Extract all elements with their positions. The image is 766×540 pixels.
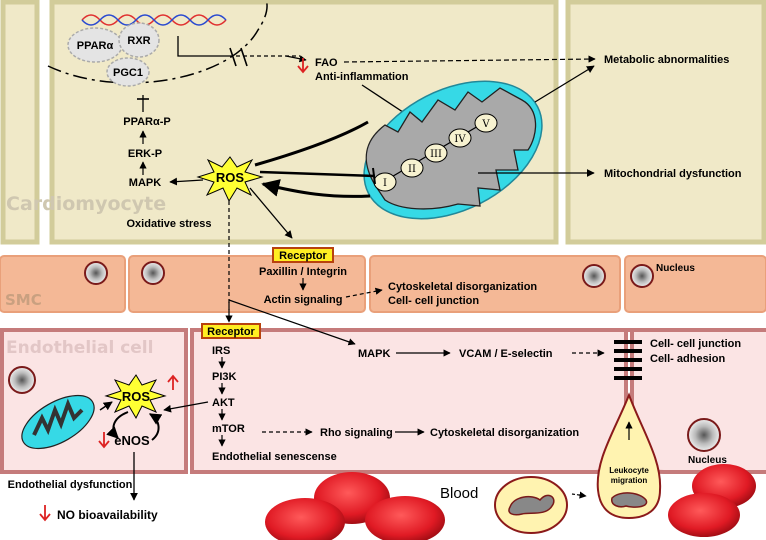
red-blood-cell [365, 496, 445, 540]
smc-nuclei [84, 261, 654, 288]
migrating-leukocyte: Leukocyte migration [596, 392, 662, 520]
endo-cyto-disorg-label: Cytoskeletal disorganization [430, 427, 579, 439]
cell-junction-icon [614, 340, 642, 380]
complex-iii: III [430, 149, 442, 160]
smc-cyto-disorg-label: Cytoskeletal disorganization [388, 281, 537, 293]
rho-signaling-label: Rho signaling [320, 427, 393, 439]
smc-receptor-label: Receptor [279, 250, 327, 262]
erk-p-label: ERK-P [128, 148, 162, 160]
smc-nucleus [630, 264, 654, 288]
smc-nucleus [582, 264, 606, 288]
down-arrow-icon [39, 505, 51, 522]
smc-cell-junction-label: Cell- cell junction [388, 295, 479, 307]
down-arrow-icon [98, 432, 110, 449]
endothelial-dysfunction-label: Endothelial dysfunction [8, 479, 133, 491]
cardiomyocyte-title: Cardiomyocyte [6, 193, 166, 215]
endo-nucleus [8, 366, 36, 394]
pgc1-label: PGC1 [113, 67, 143, 79]
smc-receptor-box [272, 247, 334, 263]
mtor-label: mTOR [212, 423, 245, 435]
migration-label: migration [611, 476, 648, 485]
down-arrow-icon [297, 58, 309, 74]
cardiomyocyte-left [0, 0, 40, 245]
anti-inflammation-label: Anti-inflammation [315, 71, 409, 83]
mitochondrion: I II III IV V [363, 80, 543, 220]
ppar-alpha-label: PPARα [77, 40, 114, 52]
endo-mapk-label: MAPK [358, 348, 390, 360]
enos-label: eNOS [114, 433, 150, 448]
leukocyte-cell [494, 476, 568, 534]
metabolic-abnormalities-label: Metabolic abnormalities [604, 54, 729, 66]
complex-i: I [383, 178, 387, 189]
endo-ros-star-icon [104, 374, 167, 420]
fao-group: FAO Anti-inflammation [177, 36, 596, 121]
fao-label: FAO [315, 57, 338, 69]
pgc1-ellipse [106, 57, 150, 87]
smc-nucleus [84, 261, 108, 285]
cardiomyocyte-right [565, 0, 766, 245]
smc-nucleus [141, 261, 165, 285]
endo-ros-label: ROS [122, 389, 151, 404]
endo-nucleus-label: Nucleus [688, 455, 727, 466]
no-bioavailability-label: NO bioavailability [57, 508, 158, 522]
vcam-label: VCAM / E-selectin [459, 348, 553, 360]
rxr-label: RXR [127, 35, 150, 47]
oxidative-stress-label: Oxidative stress [127, 218, 212, 230]
mapk-label: MAPK [129, 177, 161, 189]
red-blood-cell [265, 498, 345, 540]
complex-v: V [481, 119, 490, 130]
receptor-complex: PPARα RXR PGC1 [67, 22, 160, 87]
akt-label: AKT [212, 397, 235, 409]
cardio-ros-arrows [249, 65, 595, 239]
smc-title: SMC [5, 291, 42, 309]
cardio-pathway: PPARα-P ERK-P MAPK [123, 95, 204, 189]
red-blood-cell [668, 493, 740, 537]
endo-nucleus [687, 418, 721, 452]
dna-helix-icon [81, 14, 227, 26]
endo-mitochondrion [21, 394, 95, 450]
cell-adhesion-label: Cell- adhesion [650, 353, 725, 365]
red-blood-cells [265, 464, 756, 540]
endo-receptor-label: Receptor [207, 326, 255, 338]
endo-receptor-box [201, 323, 261, 339]
endothelial-title: Endothelial cell [6, 338, 153, 358]
smc-nucleus-label: Nucleus [656, 263, 695, 274]
endothelial-layer: Endothelial cell [0, 328, 766, 474]
mitochondrial-dysfunction-label: Mitochondrial dysfunction [604, 168, 742, 180]
pi3k-label: PI3K [212, 371, 237, 383]
ppar-alpha-p-label: PPARα-P [123, 116, 171, 128]
complex-ii: II [408, 164, 416, 175]
cell-junction-label: Cell- cell junction [650, 338, 741, 350]
up-arrow-icon [167, 374, 179, 390]
senescence-label: Endothelial senescense [212, 451, 337, 463]
blood-label: Blood [440, 485, 478, 502]
leukocyte-label: Leukocyte [609, 466, 649, 475]
rxr-ellipse [118, 22, 160, 58]
nucleus-membrane [47, 0, 268, 84]
smc-layer: SMC [0, 255, 766, 313]
etc-complexes: I II III IV V [373, 113, 498, 192]
irs-label: IRS [212, 345, 230, 357]
cardio-ros-label: ROS [216, 170, 245, 185]
paxillin-label: Paxillin / Integrin [259, 266, 347, 278]
actin-signaling-label: Actin signaling [264, 294, 343, 306]
complex-iv: IV [454, 134, 466, 145]
